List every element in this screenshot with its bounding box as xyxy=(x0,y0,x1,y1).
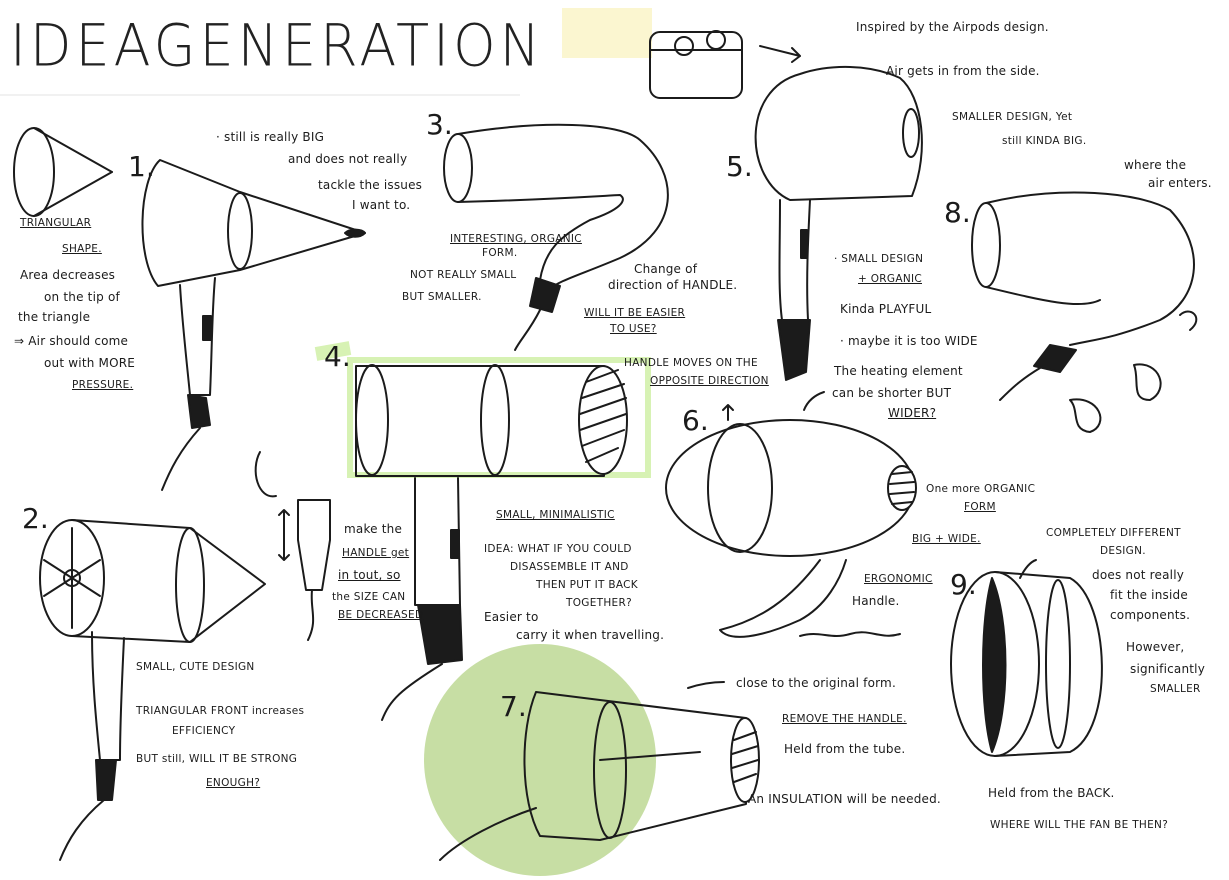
idea-8-note: + ORGANIC xyxy=(858,272,922,287)
idea-1-note: I want to. xyxy=(352,198,410,213)
idea-2-note: HANDLE get xyxy=(342,546,409,561)
idea-9-note: COMPLETELY DIFFERENT xyxy=(1046,526,1181,541)
idea-8-note: · maybe it is too WIDE xyxy=(840,334,978,349)
idea-2-note: EFFICIENCY xyxy=(172,724,235,739)
idea-1-note: on the tip of xyxy=(44,290,120,305)
page-title: IDEAGENERATION xyxy=(10,11,544,79)
handle-telescope-sketch xyxy=(256,452,330,640)
dryer-1-sketch xyxy=(142,160,365,490)
idea-number: 9. xyxy=(950,568,977,601)
idea-7-note: Held from the tube. xyxy=(784,742,905,757)
idea-1-note: and does not really xyxy=(288,152,407,167)
idea-8-note: WIDER? xyxy=(888,406,936,421)
idea-1-note: SHAPE. xyxy=(62,242,102,257)
yellow-sticky-note xyxy=(562,8,652,58)
idea-9-note: does not really xyxy=(1092,568,1184,583)
idea-3-note: BUT SMALLER. xyxy=(402,290,482,305)
idea-4-note: SMALL, MINIMALISTIC xyxy=(496,508,615,523)
idea-6-note: FORM xyxy=(964,500,996,515)
idea-9-note: SMALLER xyxy=(1150,682,1201,697)
idea-2-note: TRIANGULAR FRONT increases xyxy=(136,704,304,719)
idea-8-note: air enters. xyxy=(1148,176,1212,191)
idea-2-note: ENOUGH? xyxy=(206,776,260,791)
idea-1-note: out with MORE xyxy=(44,356,135,371)
idea-1-note: · still is really BIG xyxy=(216,130,324,145)
idea-number: 5. xyxy=(726,150,753,183)
idea-6-note: BIG + WIDE. xyxy=(912,532,981,547)
idea-4-note: Easier to xyxy=(484,610,539,625)
arrow-icon xyxy=(804,392,824,410)
idea-4-note: THEN PUT IT BACK xyxy=(536,578,638,593)
idea-6-note: ERGONOMIC xyxy=(864,572,933,587)
arrow-icon xyxy=(688,682,724,688)
idea-8-note: where the xyxy=(1124,158,1186,173)
idea-3-note: NOT REALLY SMALL xyxy=(410,268,516,283)
idea-8-note: Kinda PLAYFUL xyxy=(840,302,931,317)
idea-1-note: Area decreases xyxy=(20,268,115,283)
idea-9-note: significantly xyxy=(1130,662,1205,677)
arrow-icon xyxy=(760,46,800,62)
green-highlight-circle xyxy=(424,644,656,876)
idea-7-note: An INSULATION will be needed. xyxy=(748,792,941,807)
idea-number: 3. xyxy=(426,108,453,141)
idea-4-note: TOGETHER? xyxy=(566,596,632,611)
idea-3-note: Change of xyxy=(634,262,697,277)
idea-number: 1. xyxy=(128,150,155,183)
idea-9-note: Held from the BACK. xyxy=(988,786,1115,801)
idea-number: 4. xyxy=(324,340,351,373)
idea-number: 6. xyxy=(682,404,709,437)
idea-3-note: WILL IT BE EASIER xyxy=(584,306,685,321)
idea-8-note: · SMALL DESIGN xyxy=(834,252,923,267)
idea-3-note: direction of HANDLE. xyxy=(608,278,737,293)
idea-9-note: components. xyxy=(1110,608,1190,623)
idea-3-note: HANDLE MOVES ON THE xyxy=(624,356,758,371)
idea-4-note: carry it when travelling. xyxy=(516,628,664,643)
idea-9-note: WHERE WILL THE FAN BE THEN? xyxy=(990,818,1168,833)
idea-3-note: INTERESTING, ORGANIC xyxy=(450,232,582,247)
idea-7-note: REMOVE THE HANDLE. xyxy=(782,712,907,727)
idea-9-note: However, xyxy=(1126,640,1184,655)
idea-1-note: TRIANGULAR xyxy=(20,216,91,231)
idea-number: 7. xyxy=(500,690,527,723)
idea-6-note: One more ORGANIC xyxy=(926,482,1035,497)
airpods-case-sketch xyxy=(650,31,742,98)
idea-1-note: ⇒ Air should come xyxy=(14,334,128,349)
idea-8-note: The heating element xyxy=(834,364,963,379)
idea-1-note: tackle the issues xyxy=(318,178,422,193)
idea-5-note: SMALLER DESIGN, Yet xyxy=(952,110,1072,125)
dryer-2-sketch xyxy=(40,520,265,860)
arrow-icon xyxy=(723,405,733,420)
idea-3-note: FORM. xyxy=(482,246,518,261)
idea-2-note: make the xyxy=(344,522,402,537)
idea-6-note: Handle. xyxy=(852,594,900,609)
idea-2-note: in tout, so xyxy=(338,568,401,583)
idea-2-note: BUT still, WILL IT BE STRONG xyxy=(136,752,297,767)
idea-5-note: Air gets in from the side. xyxy=(886,64,1040,79)
idea-4-note: DISASSEMBLE IT AND xyxy=(510,560,629,575)
idea-2-note: BE DECREASED xyxy=(338,608,423,623)
idea-1-note: the triangle xyxy=(18,310,90,325)
idea-4-note: IDEA: WHAT IF YOU COULD xyxy=(484,542,632,557)
idea-8-note: can be shorter BUT xyxy=(832,386,951,401)
idea-5-note: Inspired by the Airpods design. xyxy=(856,20,1049,35)
idea-3-note: OPPOSITE DIRECTION xyxy=(650,374,769,389)
idea-2-note: SMALL, CUTE DESIGN xyxy=(136,660,255,675)
idea-number: 8. xyxy=(944,196,971,229)
idea-5-note: still KINDA BIG. xyxy=(1002,134,1087,149)
cone-sketch xyxy=(14,128,112,216)
idea-9-note: DESIGN. xyxy=(1100,544,1146,559)
idea-3-note: TO USE? xyxy=(610,322,657,337)
idea-number: 2. xyxy=(22,502,49,535)
idea-2-note: the SIZE CAN xyxy=(332,590,405,605)
idea-1-note: PRESSURE. xyxy=(72,378,133,393)
idea-7-note: close to the original form. xyxy=(736,676,896,691)
idea-9-note: fit the inside xyxy=(1110,588,1188,603)
dryer-8-sketch xyxy=(972,193,1196,432)
